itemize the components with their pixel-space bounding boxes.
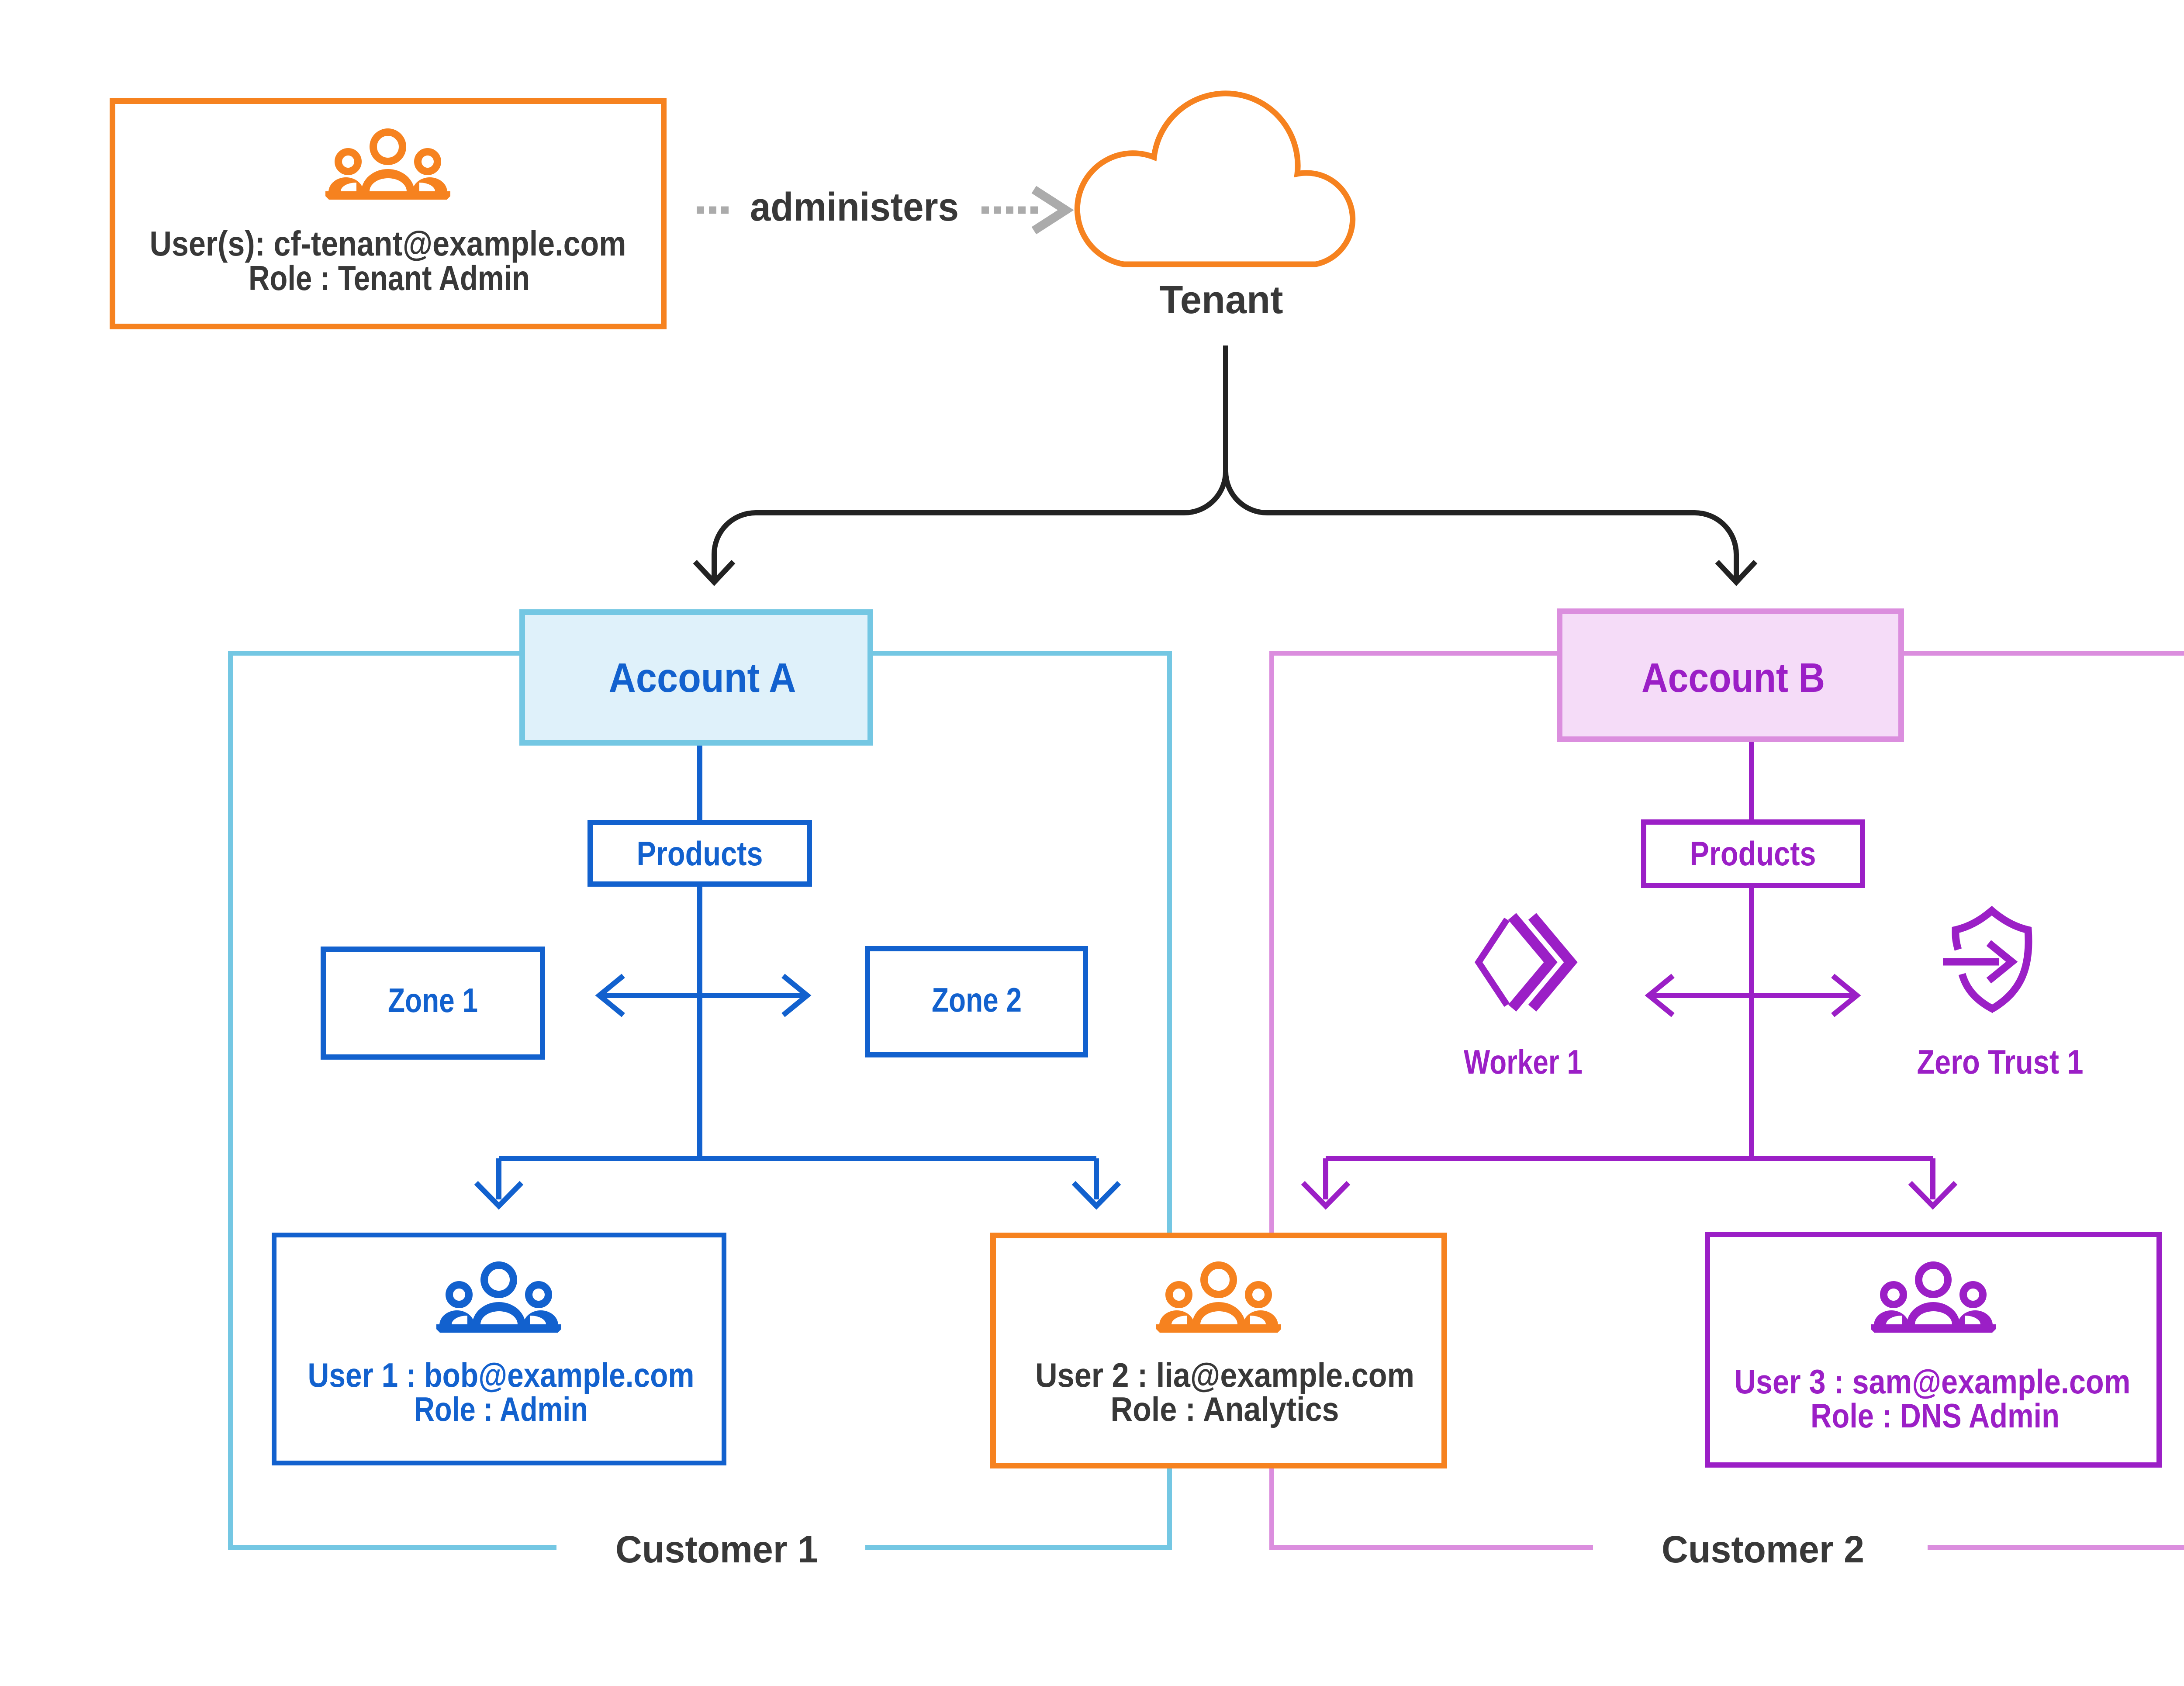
svg-text:Products: Products — [1690, 834, 1816, 873]
svg-text:Products: Products — [637, 834, 763, 873]
svg-text:Account A: Account A — [609, 655, 796, 701]
svg-text:User 3 : sam@example.com: User 3 : sam@example.com — [1735, 1362, 2131, 1401]
svg-text:User(s): cf-tenant@example.com: User(s): cf-tenant@example.com — [150, 224, 626, 263]
svg-text:Zone 2: Zone 2 — [932, 981, 1022, 1019]
svg-text:Role : Analytics: Role : Analytics — [1111, 1390, 1339, 1428]
svg-text:Zone 1: Zone 1 — [388, 981, 478, 1019]
svg-text:Worker 1: Worker 1 — [1464, 1043, 1583, 1081]
svg-text:User 1 : bob@example.com: User 1 : bob@example.com — [308, 1356, 695, 1394]
svg-text:User 2 : lia@example.com: User 2 : lia@example.com — [1035, 1356, 1414, 1394]
svg-text:Zero Trust 1: Zero Trust 1 — [1917, 1043, 2084, 1081]
svg-text:Customer 1: Customer 1 — [615, 1528, 818, 1571]
svg-text:Customer 2: Customer 2 — [1662, 1528, 1864, 1571]
svg-text:Account B: Account B — [1641, 655, 1825, 701]
svg-text:Role : DNS Admin: Role : DNS Admin — [1811, 1396, 2060, 1435]
svg-text:Role : Tenant Admin: Role : Tenant Admin — [249, 259, 530, 297]
svg-text:administers: administers — [750, 185, 959, 229]
svg-text:Tenant: Tenant — [1160, 278, 1283, 322]
svg-text:Role : Admin: Role : Admin — [414, 1390, 588, 1428]
